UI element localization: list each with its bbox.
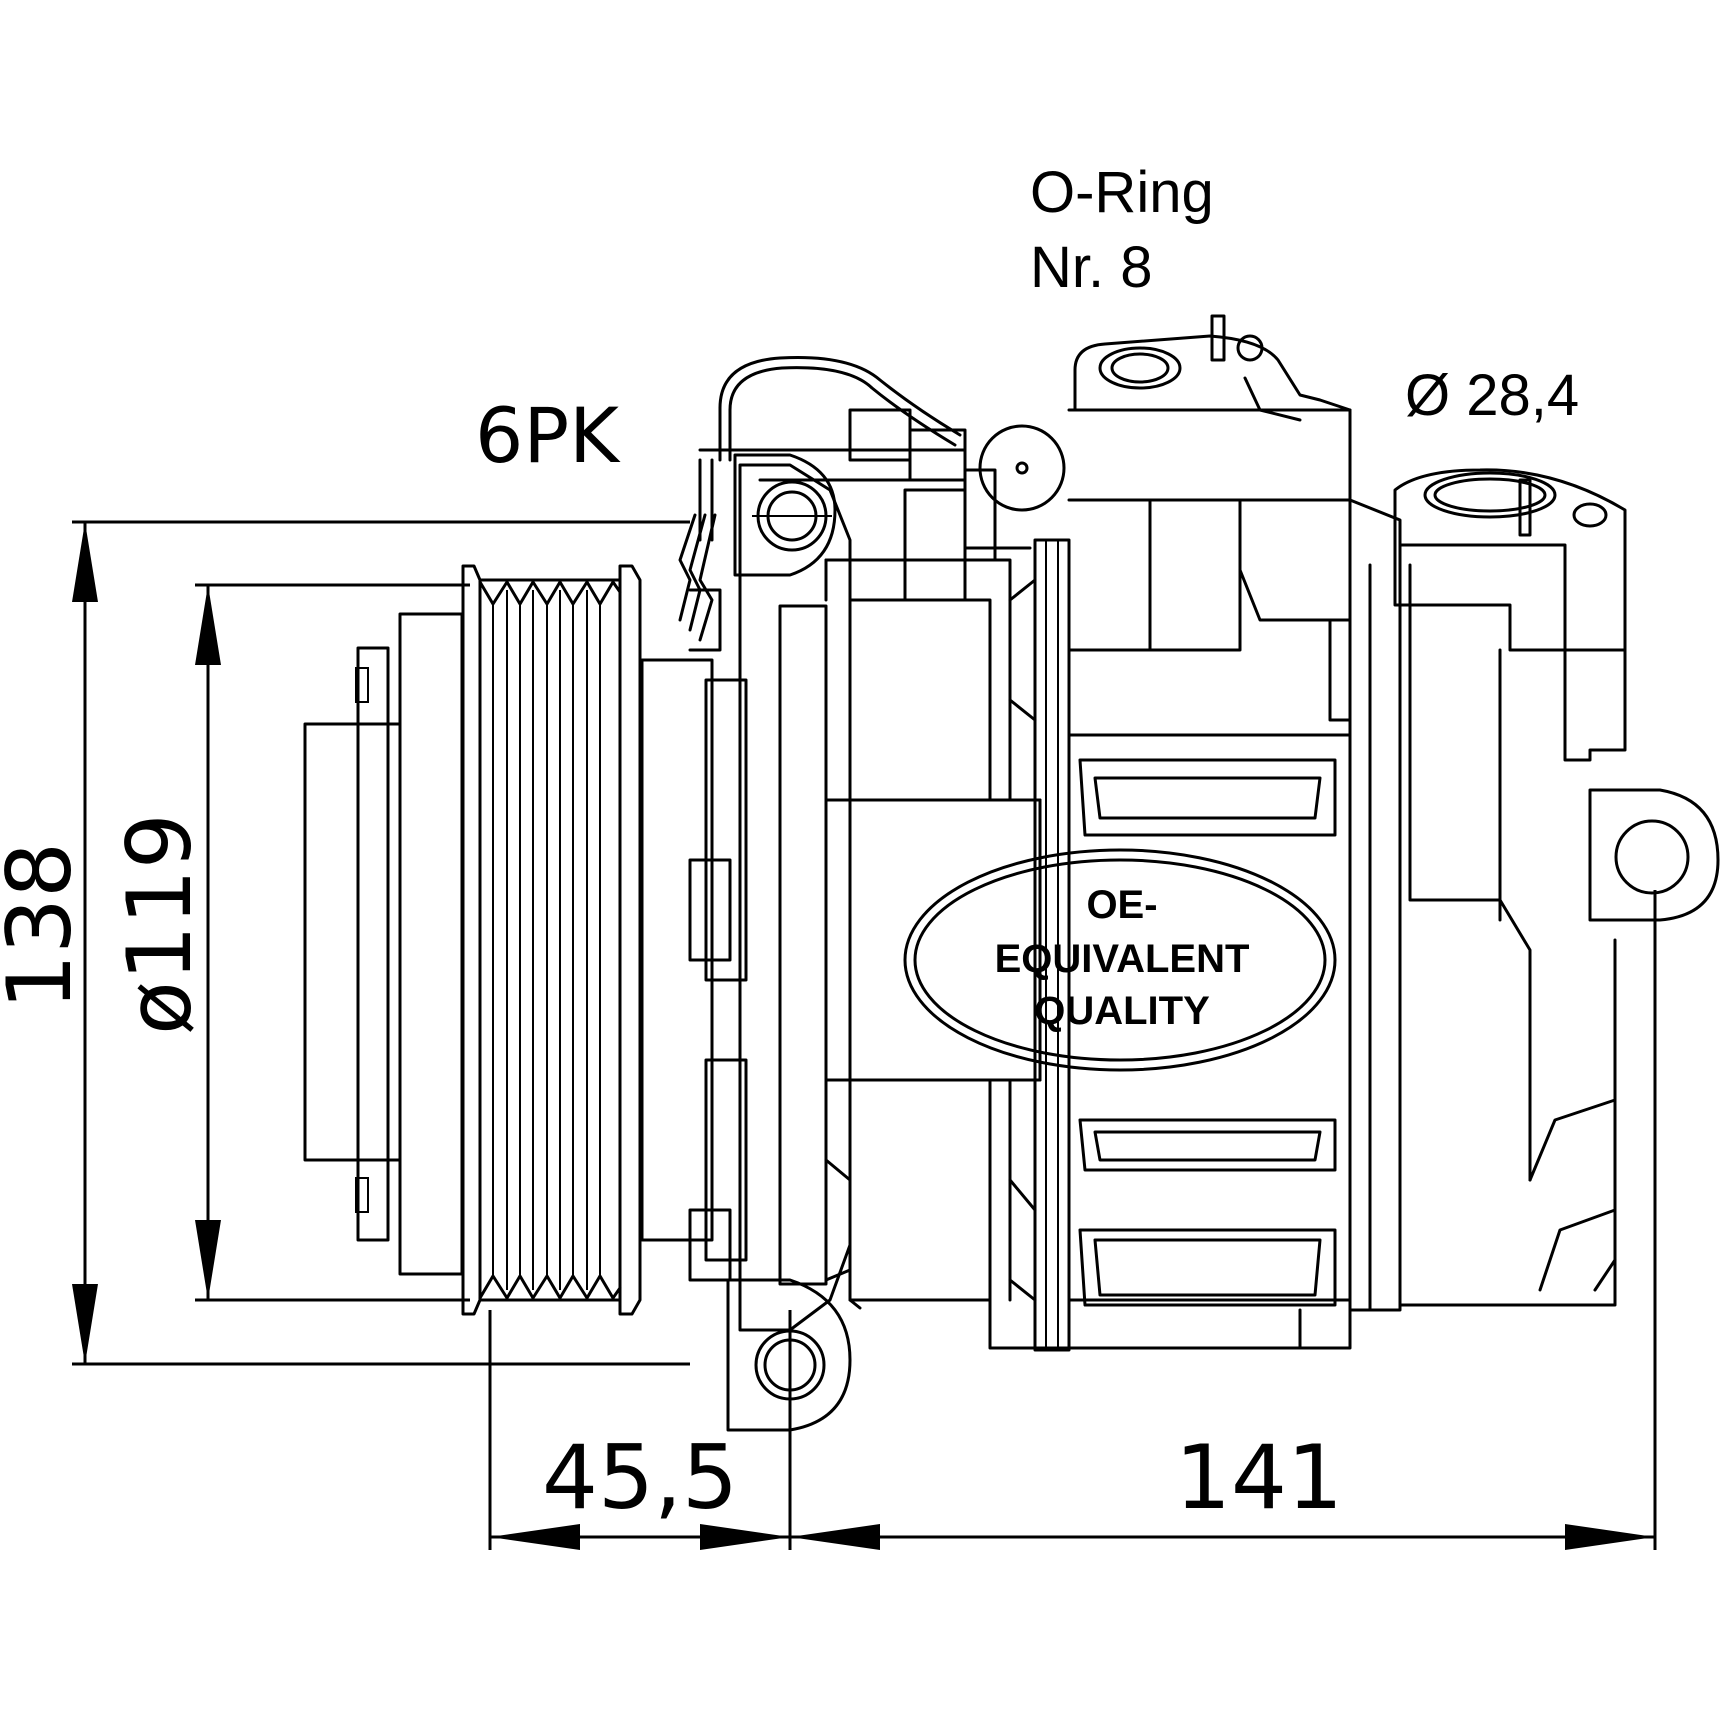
clutch-hub <box>303 612 464 1276</box>
badge-line-1: OE- <box>1086 883 1157 927</box>
rear-mounting-ear <box>1588 788 1720 922</box>
dimension-height <box>72 520 690 1366</box>
pressure-switch <box>978 424 1066 512</box>
suction-port-fitting <box>1073 314 1352 422</box>
oe-quality-badge: OE- EQUIVALENT QUALITY <box>903 848 1337 1072</box>
dimension-length <box>488 890 1657 1550</box>
oring-label-line-2: Nr. 8 <box>1030 235 1153 300</box>
dimension-pulley-offset-label: 45,5 <box>542 1426 738 1529</box>
wiring-harness <box>678 356 1032 652</box>
dimension-pulley-diameter <box>195 583 470 1302</box>
badge-line-3: QUALITY <box>1034 989 1210 1033</box>
dimension-pulley-diameter-label: ø119 <box>108 813 211 1035</box>
belt-label: 6PK <box>475 391 621 480</box>
oring-label-line-1: O-Ring <box>1030 160 1214 225</box>
pulley-6pk <box>461 564 642 1316</box>
badge-line-2: EQUIVALENT <box>995 937 1250 981</box>
discharge-port-fitting <box>1393 468 1627 762</box>
port-diameter-label: Ø 28,4 <box>1405 363 1579 428</box>
rear-housing <box>1348 498 1617 1312</box>
upper-mounting-ear <box>733 453 837 577</box>
dimension-height-label: 138 <box>0 842 91 1010</box>
dimension-length-label: 141 <box>1175 1426 1343 1529</box>
front-housing <box>640 463 862 1332</box>
compressor-body <box>824 408 1352 1352</box>
